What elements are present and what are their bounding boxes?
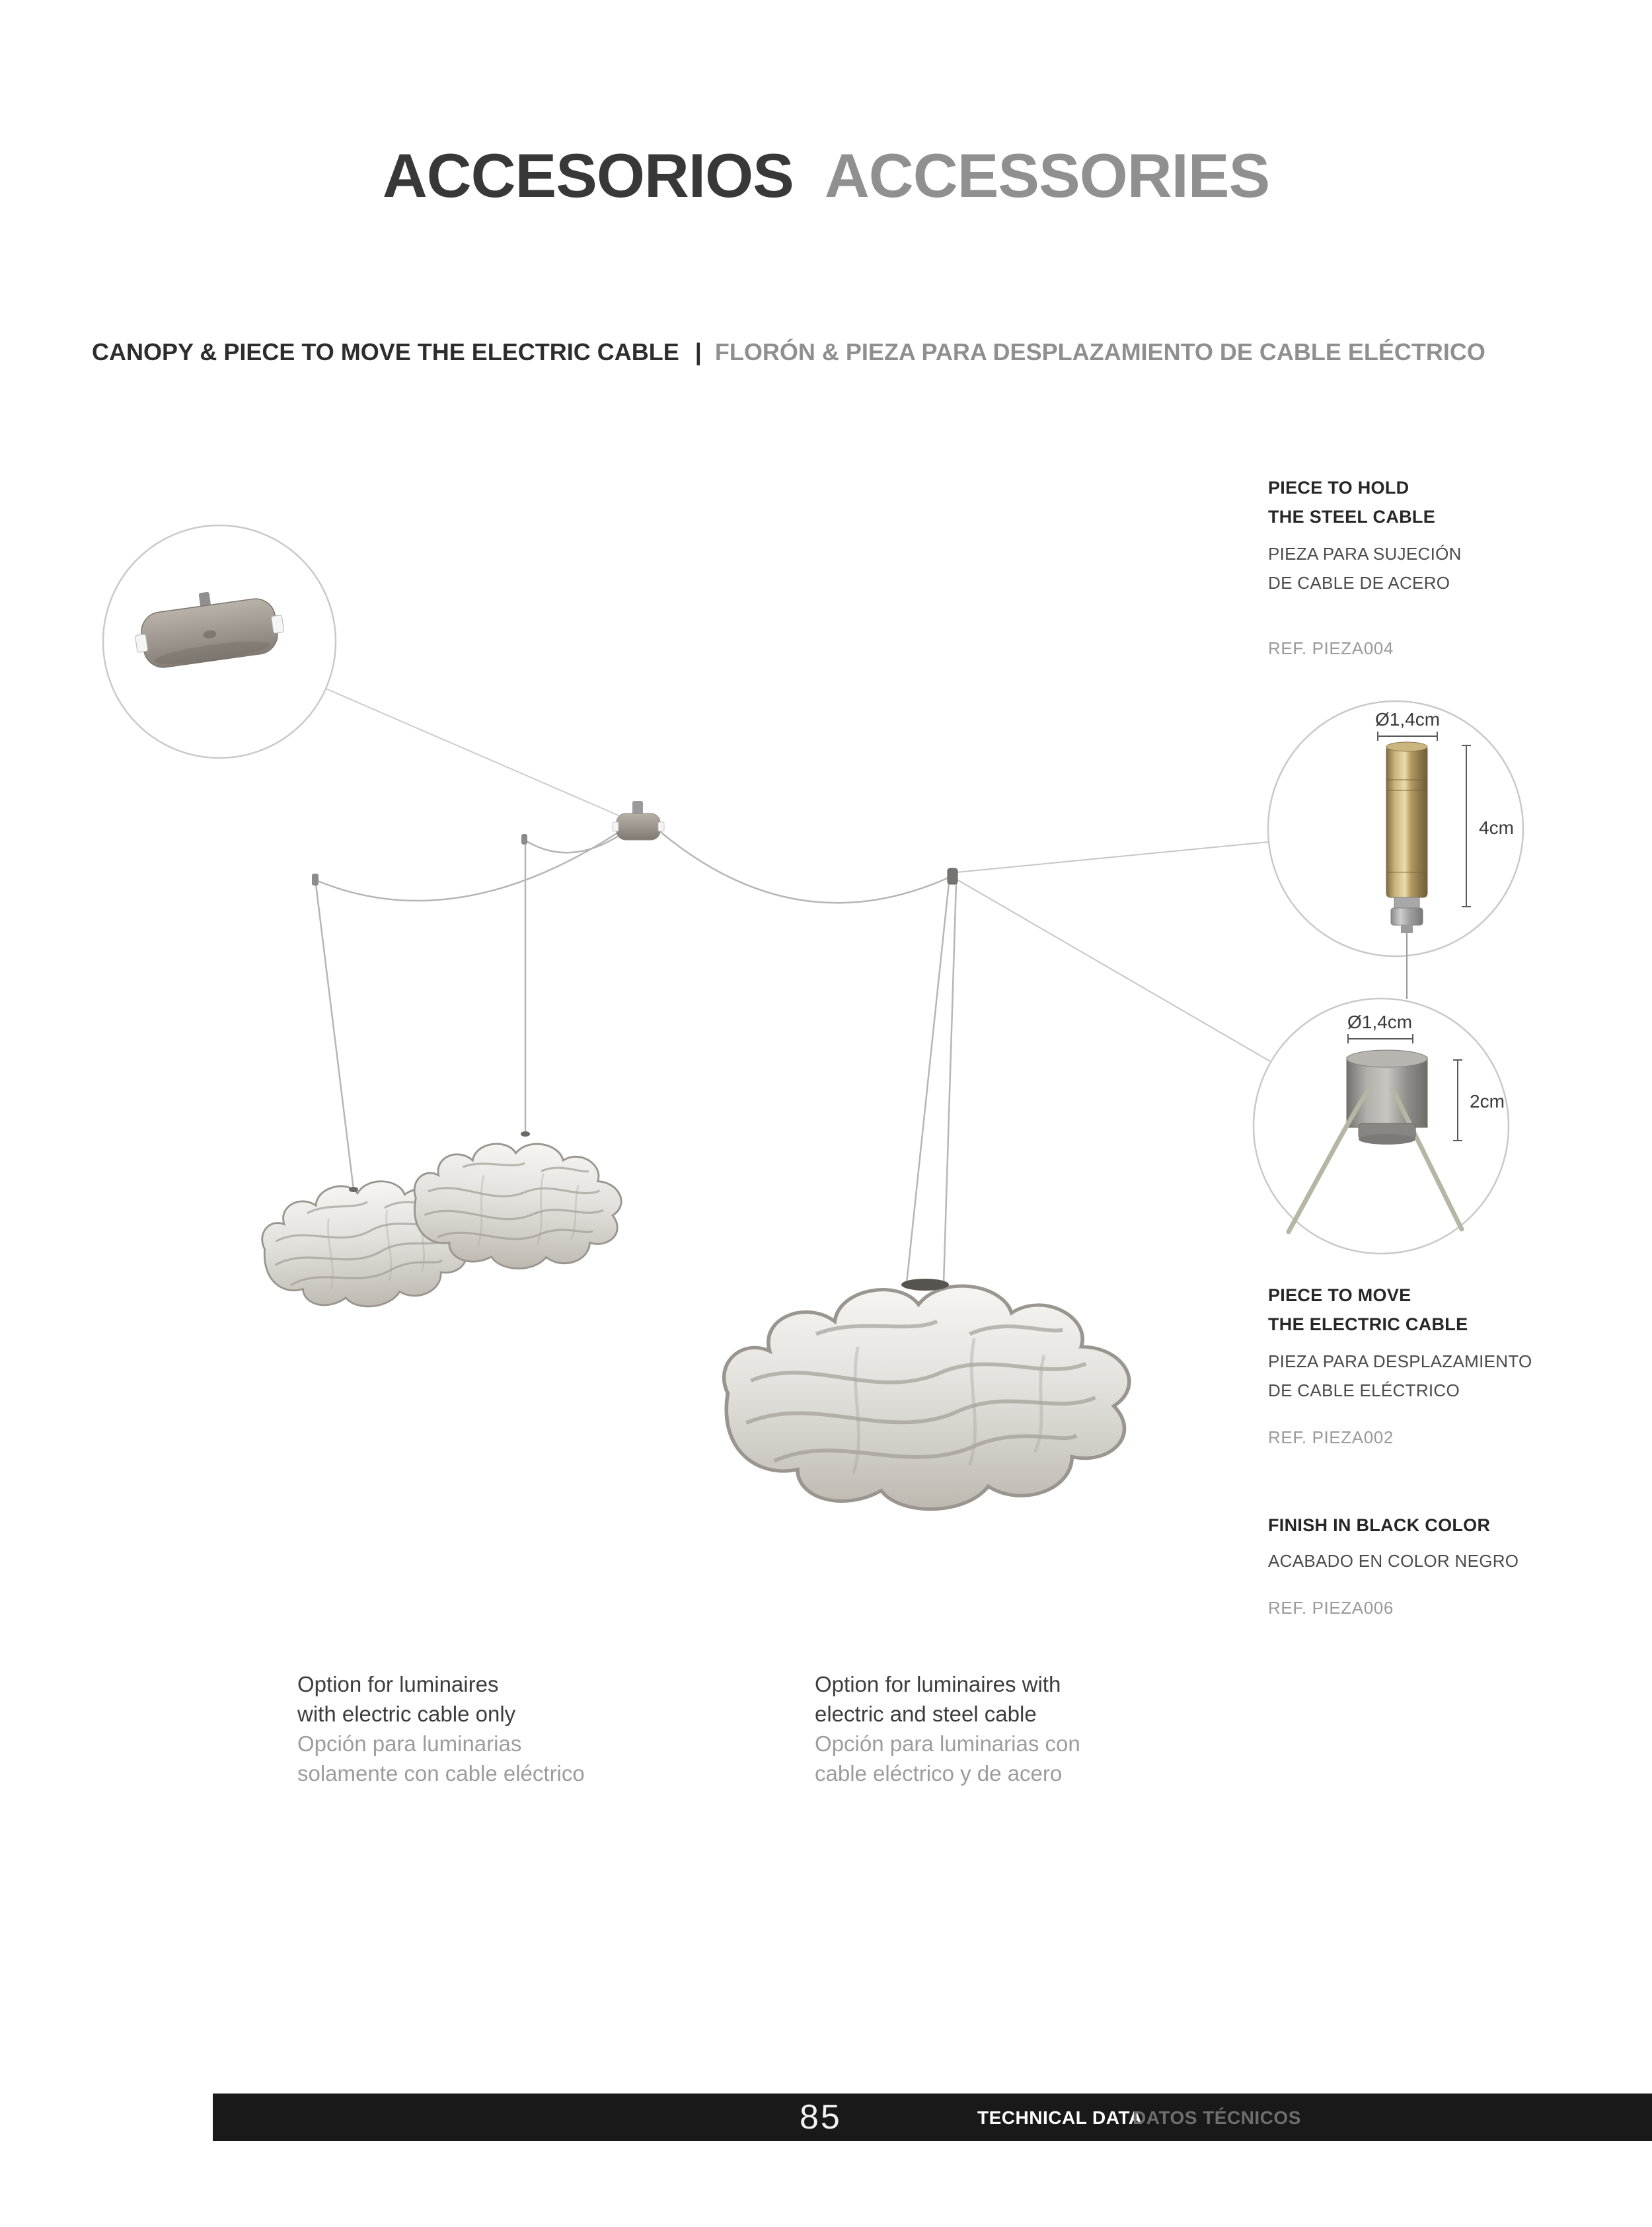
steel-cable-holder-icon bbox=[1386, 741, 1428, 999]
hold-piece-title-line2: THE STEEL CABLE bbox=[1268, 507, 1436, 527]
page-title-en: ACCESSORIES bbox=[824, 141, 1270, 210]
caption-right: Option for luminaires with electric and … bbox=[815, 1669, 1185, 1788]
caption-left-en-line2: with electric cable only bbox=[297, 1702, 516, 1726]
move-piece-subtitle-block: PIEZA PARA DESPLAZAMIENTO DE CABLE ELÉCT… bbox=[1268, 1347, 1572, 1405]
caption-right-en-line2: electric and steel cable bbox=[815, 1702, 1037, 1726]
footer-label-es: DATOS TÉCNICOS bbox=[1133, 2107, 1301, 2128]
black-finish-ref: REF. PIEZA006 bbox=[1268, 1598, 1394, 1618]
caption-left-es-line2: solamente con cable eléctrico bbox=[297, 1761, 585, 1786]
move-piece-diameter-label: Ø1,4cm bbox=[1347, 1012, 1412, 1032]
leader-line-move-piece bbox=[957, 880, 1271, 1062]
black-finish-subtitle-block: ACABADO EN COLOR NEGRO bbox=[1268, 1546, 1572, 1575]
hold-piece-diameter-label: Ø1,4cm bbox=[1375, 709, 1440, 730]
hold-piece-dimensions bbox=[1377, 732, 1471, 907]
leader-line-hold-piece bbox=[956, 841, 1269, 873]
move-piece-height-label: 2cm bbox=[1470, 1091, 1505, 1112]
page-title-es: ACCESORIOS bbox=[382, 141, 794, 210]
move-piece-dimensions bbox=[1347, 1034, 1462, 1141]
hold-piece-ref: REF. PIEZA004 bbox=[1268, 638, 1394, 658]
hold-piece-subtitle-line2: DE CABLE DE ACERO bbox=[1268, 573, 1450, 593]
electric-cable-left bbox=[315, 830, 620, 902]
hold-piece-subtitle-block: PIEZA PARA SUJECIÓN DE CABLE DE ACERO bbox=[1268, 539, 1572, 597]
cable-anchor-middle bbox=[521, 834, 527, 845]
lamp-shade-large bbox=[724, 1286, 1129, 1509]
steel-cable-2 bbox=[942, 882, 957, 1284]
lamp-attachment-left bbox=[349, 1187, 358, 1192]
move-piece-title-block: PIECE TO MOVE THE ELECTRIC CABLE bbox=[1268, 1281, 1572, 1339]
section-heading-separator: | bbox=[695, 338, 702, 365]
page-title: ACCESORIOS ACCESSORIES bbox=[0, 140, 1652, 211]
footer-bar: 85 TECHNICAL DATA DATOS TÉCNICOS bbox=[213, 2094, 1652, 2141]
cable-anchor-right bbox=[947, 868, 958, 885]
move-piece-ref: REF. PIEZA002 bbox=[1268, 1427, 1394, 1447]
caption-left-es-line1: Opción para luminarias bbox=[297, 1731, 522, 1756]
footer-label-en: TECHNICAL DATA bbox=[977, 2107, 1143, 2128]
hold-piece-subtitle-line1: PIEZA PARA SUJECIÓN bbox=[1268, 544, 1462, 564]
move-piece-ref-block: REF. PIEZA002 bbox=[1268, 1427, 1572, 1448]
detail-circle-move-piece: Ø1,4cm 2cm bbox=[1252, 997, 1510, 1255]
electric-cable-middle bbox=[525, 827, 630, 854]
lamp-attachment-large bbox=[901, 1279, 949, 1291]
move-piece-title-line1: PIECE TO MOVE bbox=[1268, 1285, 1411, 1305]
cable-lines bbox=[315, 688, 1271, 1284]
move-piece-subtitle-line1: PIEZA PARA DESPLAZAMIENTO bbox=[1268, 1351, 1532, 1371]
black-finish-title-block: FINISH IN BLACK COLOR bbox=[1268, 1511, 1572, 1540]
lamp-attachment-middle bbox=[521, 1131, 530, 1137]
electric-cable-right bbox=[657, 829, 951, 904]
black-finish-subtitle: ACABADO EN COLOR NEGRO bbox=[1268, 1551, 1519, 1571]
hold-piece-title-line1: PIECE TO HOLD bbox=[1268, 478, 1409, 498]
black-finish-title: FINISH IN BLACK COLOR bbox=[1268, 1515, 1491, 1535]
caption-left: Option for luminaires with electric cabl… bbox=[297, 1669, 667, 1788]
canopy-icon bbox=[612, 801, 665, 841]
steel-cable-1 bbox=[905, 882, 950, 1284]
section-heading: CANOPY & PIECE TO MOVE THE ELECTRIC CABL… bbox=[92, 338, 1485, 366]
detail-circle-hold-piece: Ø1,4cm 4cm bbox=[1267, 700, 1524, 999]
leader-line-canopy bbox=[325, 688, 628, 820]
section-heading-es: FLORÓN & PIEZA PARA DESPLAZAMIENTO DE CA… bbox=[714, 338, 1485, 365]
caption-right-es-line1: Opción para luminarias con bbox=[815, 1731, 1080, 1756]
section-heading-en: CANOPY & PIECE TO MOVE THE ELECTRIC CABL… bbox=[92, 338, 679, 365]
caption-right-en-line1: Option for luminaires with bbox=[815, 1672, 1061, 1696]
caption-left-en-line1: Option for luminaires bbox=[297, 1672, 499, 1696]
hold-piece-height-label: 4cm bbox=[1479, 817, 1514, 838]
move-piece-subtitle-line2: DE CABLE ELÉCTRICO bbox=[1268, 1380, 1460, 1400]
move-piece-title-line2: THE ELECTRIC CABLE bbox=[1268, 1314, 1468, 1334]
hold-piece-title-block: PIECE TO HOLD THE STEEL CABLE bbox=[1268, 473, 1572, 531]
electric-cable-mover-icon bbox=[1286, 1049, 1464, 1234]
detail-circle-canopy bbox=[102, 524, 337, 759]
canopy-detail-icon bbox=[135, 591, 284, 668]
black-finish-ref-block: REF. PIEZA006 bbox=[1268, 1598, 1572, 1618]
drop-cable-left-lamp bbox=[315, 884, 355, 1190]
hold-piece-ref-block: REF. PIEZA004 bbox=[1268, 638, 1572, 659]
caption-right-es-line2: cable eléctrico y de acero bbox=[815, 1761, 1063, 1786]
cable-anchor-left bbox=[312, 874, 319, 886]
page-number: 85 bbox=[800, 2098, 842, 2136]
